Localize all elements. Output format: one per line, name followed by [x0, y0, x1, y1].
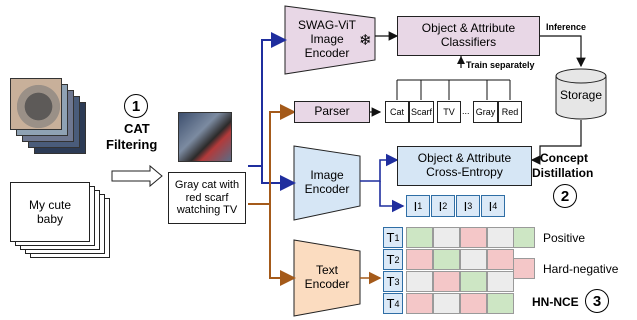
blue-line-to-image-encoder	[261, 166, 296, 191]
legend-hard-negative-label: Hard-negative	[543, 262, 619, 276]
legend-positive-label: Positive	[543, 231, 586, 245]
inference-label: Inference	[546, 22, 587, 32]
stage-3-number: 3	[592, 292, 602, 310]
brown-line-to-parser	[248, 104, 296, 205]
embedding-sub: 1	[417, 201, 423, 211]
image-encoder-shape	[293, 145, 361, 221]
swag-encoder-shape	[284, 5, 376, 75]
storage-cylinder	[555, 68, 607, 120]
filtering-label: Filtering	[106, 137, 158, 152]
snowflake-icon: ❄	[359, 32, 372, 49]
token-label: Gray	[475, 107, 496, 117]
brown-line-to-text-encoder	[269, 204, 296, 286]
parser-label: Parser	[314, 104, 350, 119]
hn-nce-label: HN-NCE	[532, 295, 579, 309]
token-box: Red	[498, 101, 522, 123]
token-label: Cat	[389, 107, 404, 117]
swag-encoder-label: SWAG-ViT Image Encoder	[297, 18, 356, 60]
matrix-cell-none	[433, 227, 460, 248]
distillation-label: Distillation	[532, 166, 594, 180]
cross-entropy-label: Object & Attribute Cross-Entropy	[417, 151, 512, 179]
matrix-cell-positive	[406, 227, 433, 248]
embedding-sub: 4	[492, 201, 498, 211]
embedding-base: T	[386, 296, 395, 311]
input-caption-card: My cute baby	[10, 182, 90, 242]
embedding-base: T	[386, 274, 395, 289]
input-caption: My cute baby	[28, 198, 71, 226]
matrix-cell-hard-negative	[406, 249, 433, 270]
embedding-sub: 2	[442, 201, 448, 211]
token-label: Scarf	[410, 107, 432, 117]
embedding-base: I	[413, 198, 418, 214]
matrix-cell-hard-negative	[433, 271, 460, 292]
embedding-sub: 4	[394, 298, 400, 309]
parser-box: Parser	[294, 101, 370, 123]
legend-positive-swatch	[513, 227, 535, 248]
classifiers-box: Object & Attribute Classifiers	[397, 16, 540, 56]
image-encoder: Image Encoder	[294, 156, 360, 210]
embedding-base: I	[488, 198, 493, 214]
embedding-sub: 1	[394, 232, 400, 243]
matrix-cell-none	[460, 249, 487, 270]
swag-encoder: SWAG-ViT Image Encoder	[285, 12, 375, 68]
matrix-cell-positive	[460, 271, 487, 292]
train-separately-label: Train separately	[466, 60, 535, 70]
legend-hard-negative-swatch	[513, 258, 535, 279]
cross-entropy-box: Object & Attribute Cross-Entropy	[397, 146, 532, 186]
token-box: TV	[437, 101, 461, 123]
filtered-caption-box: Gray cat with red scarf watching TV	[168, 172, 246, 224]
text-encoder: Text Encoder	[294, 251, 360, 305]
image-encoder-label: Image Encoder	[304, 168, 350, 196]
filtering-arrow	[111, 164, 163, 188]
stage-2-marker: 2	[553, 184, 577, 208]
embedding-sub: 2	[394, 254, 400, 265]
matrix-cell-none	[433, 293, 460, 314]
token-box: Cat	[385, 101, 409, 123]
token-label: Red	[501, 107, 519, 117]
token-ellipsis: ...	[462, 106, 470, 116]
token-label: TV	[443, 107, 455, 117]
matrix-cell-hard-negative	[406, 293, 433, 314]
embedding-sub: 3	[394, 276, 400, 287]
matrix-cell-hard-negative	[487, 249, 514, 270]
stage-2-number: 2	[560, 187, 570, 205]
matrix-cell-none	[487, 271, 514, 292]
filtered-photo	[178, 112, 232, 162]
storage-label: Storage	[559, 88, 603, 102]
concept-label: Concept	[540, 151, 588, 165]
text-encoder-shape	[293, 239, 361, 317]
stage-3-marker: 3	[585, 289, 609, 313]
cat-label: CAT	[124, 121, 150, 136]
embedding-base: I	[438, 198, 443, 214]
cat-photo	[10, 78, 62, 130]
embedding-base: T	[386, 230, 395, 245]
matrix-cell-positive	[487, 293, 514, 314]
matrix-cell-hard-negative	[460, 293, 487, 314]
matrix-cell-none	[406, 271, 433, 292]
matrix-cell-hard-negative	[460, 227, 487, 248]
filtered-caption: Gray cat with red scarf watching TV	[174, 179, 240, 217]
embedding-base: T	[386, 252, 395, 267]
matrix-cell-positive	[433, 249, 460, 270]
embedding-sub: 3	[467, 201, 473, 211]
token-box: Scarf	[409, 101, 434, 123]
text-encoder-label: Text Encoder	[304, 263, 350, 291]
blue-line-to-swag	[248, 32, 287, 167]
matrix-cell-none	[487, 227, 514, 248]
classifiers-label: Object & Attribute Classifiers	[421, 21, 516, 49]
embedding-base: I	[463, 198, 468, 214]
stage-1-number: 1	[131, 97, 141, 115]
token-box: Gray	[473, 101, 498, 123]
stage-1-marker: 1	[124, 94, 148, 118]
